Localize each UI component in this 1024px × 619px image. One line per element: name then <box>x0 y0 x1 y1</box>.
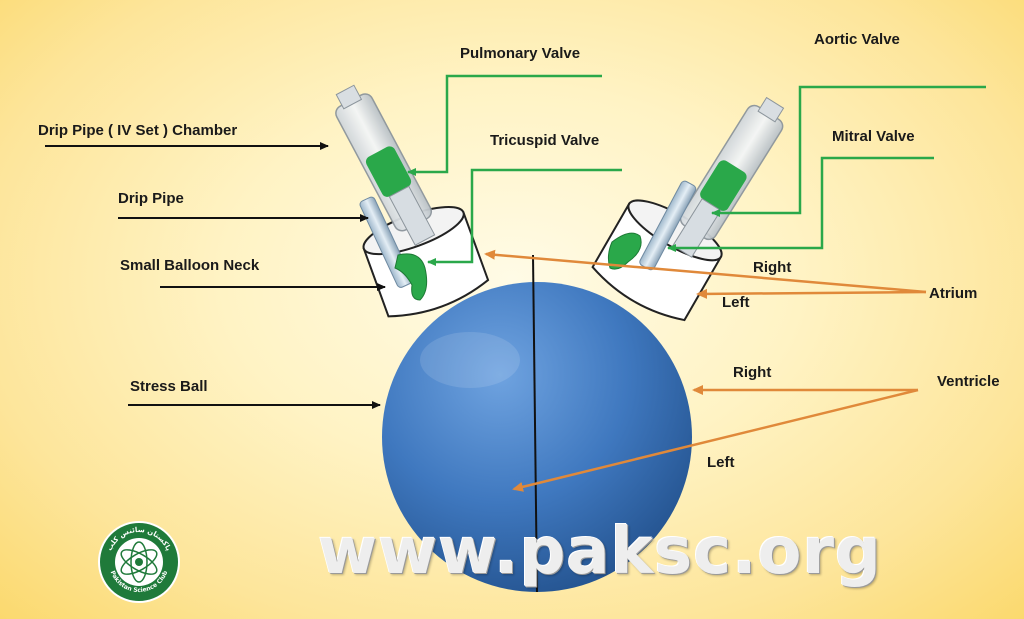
septum-line <box>532 254 538 593</box>
label-aortic-valve: Aortic Valve <box>814 31 900 48</box>
pulmonary-valve-pointer <box>407 74 602 176</box>
label-atrium-left: Left <box>722 294 750 311</box>
watermark-text: www.paksc.org <box>318 515 882 589</box>
left-neck-valve <box>394 253 428 301</box>
label-drip-pipe: Drip Pipe <box>118 190 184 207</box>
pakistan-science-club-logo: Pakistan Science Club پاکستان سائنس کلب <box>98 521 180 603</box>
label-ventricle-left: Left <box>707 454 735 471</box>
ball-highlight <box>420 332 520 388</box>
tricuspid-valve-pointer <box>427 168 622 266</box>
label-atrium-right: Right <box>753 259 792 276</box>
label-mitral-valve: Mitral Valve <box>832 128 915 145</box>
right-neck-valve <box>607 232 642 270</box>
ventricle-left-arrow <box>512 388 919 492</box>
label-stress-ball: Stress Ball <box>130 378 208 395</box>
stress-ball <box>382 282 692 592</box>
label-drip-chamber: Drip Pipe ( IV Set ) Chamber <box>38 122 238 139</box>
atrium-left-arrow <box>696 288 927 299</box>
left-drip-chamber <box>335 84 436 246</box>
label-pulmonary-valve: Pulmonary Valve <box>460 45 581 62</box>
label-balloon-neck: Small Balloon Neck <box>120 257 260 274</box>
right-drip-chamber <box>672 96 785 258</box>
label-ventricle: Ventricle <box>937 373 1000 390</box>
label-tricuspid-valve: Tricuspid Valve <box>490 132 600 149</box>
mitral-valve-pointer <box>667 156 934 252</box>
aortic-valve-pointer <box>711 85 986 217</box>
label-ventricle-right: Right <box>733 364 772 381</box>
label-atrium: Atrium <box>929 285 978 302</box>
atrium-right-arrow <box>484 249 927 294</box>
